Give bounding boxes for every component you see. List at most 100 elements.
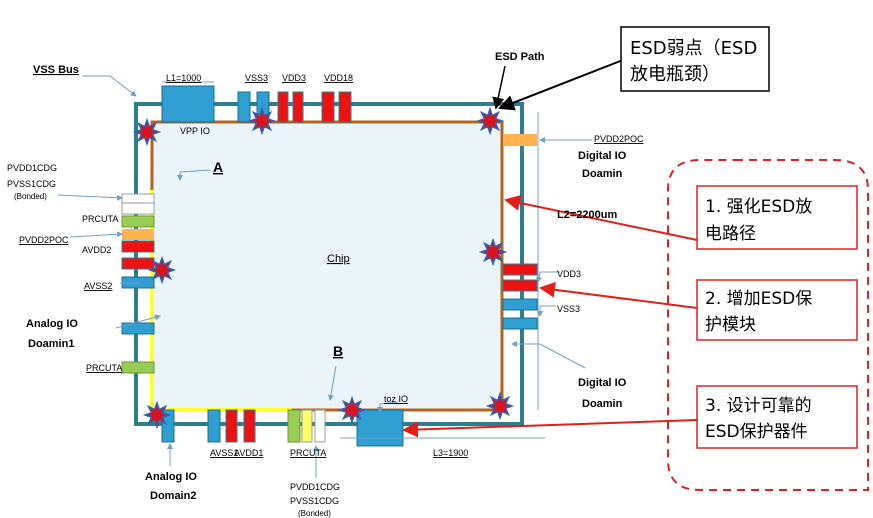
label-analog-io-bottom: Analog IO [145, 471, 197, 483]
pad-avdd2-1 [121, 240, 155, 253]
leader-digital-io-2 [511, 341, 586, 369]
pad-avdd1-1 [225, 409, 238, 443]
label-esd-path: ESD Path [495, 51, 545, 63]
leader-vss3-right [537, 305, 556, 317]
label-vpp-io: VPP IO [180, 126, 210, 136]
arrow-measure-2 [539, 281, 698, 309]
callout-box [620, 26, 770, 92]
callout-line-2: 放电瓶颈） [630, 64, 720, 85]
label-vss-bus: VSS Bus [33, 64, 79, 76]
label-avss2: AVSS2 [84, 281, 112, 291]
label-l3: L3=1900 [433, 448, 468, 458]
leader-analog-io [115, 314, 161, 329]
chip-core [150, 120, 504, 412]
label-vdd3-top: VDD3 [282, 73, 306, 83]
esd-weak-point-icon [485, 391, 515, 421]
label-pvdd1cdg-left: PVDD1CDG [7, 163, 57, 173]
label-pvdd2poc-left: PVDD2POC [19, 235, 69, 245]
label-domain2: Domain2 [150, 490, 196, 502]
pad-prcuta-bottom [287, 409, 301, 443]
pad-vdd18-top-2 [338, 91, 352, 123]
leader-vss-bus [82, 75, 137, 97]
arrow-callout [498, 57, 629, 111]
pad-avdd2-2 [121, 257, 155, 270]
arrow-measure-1 [504, 195, 698, 241]
label-vdd3-right: VDD3 [557, 269, 581, 279]
pad-pvdd2poc-left [122, 229, 154, 240]
pad-pvss1cdg-bottom [314, 409, 326, 443]
leader-label-a [177, 169, 211, 181]
esd-weak-point-icon [478, 237, 508, 267]
leader-label-b [327, 365, 337, 401]
label-pvdd1cdg-bottom: PVDD1CDG [290, 482, 340, 492]
label-avdd2: AVDD2 [82, 245, 111, 255]
label-prcuta-left-bottom: PRCUTA [86, 363, 122, 373]
measure-box-3 [696, 385, 858, 449]
leader-toz-io [377, 401, 399, 413]
label-bonded-bottom: (Bonded) [298, 509, 331, 518]
label-a: A [213, 159, 223, 175]
pad-vss3-right-1 [502, 298, 538, 311]
label-pvss1cdg-bottom: PVSS1CDG [290, 496, 339, 506]
esd-weak-point-icon [132, 117, 162, 147]
leader-pvdd2poc-left [69, 231, 123, 238]
pad-vss3-top-1 [237, 91, 251, 123]
pad-avss1 [207, 409, 221, 443]
label-pvss1cdg-left: PVSS1CDG [7, 179, 56, 189]
measure-1-line-1: 1. 强化ESD放 [705, 197, 812, 217]
pad-vdd3-top-1 [277, 91, 289, 123]
pad-pvss1cdg-left [121, 202, 155, 215]
pad-vss3-right-2 [502, 317, 538, 330]
esd-weak-points [132, 106, 515, 430]
measure-3-line-1: 3. 设计可靠的 [705, 396, 812, 416]
label-vdd18-top: VDD18 [324, 73, 353, 83]
leader-pvdd1cdg-left [57, 194, 123, 201]
pad-prcuta-left-top [121, 215, 155, 228]
label-prcuta-bottom: PRCUTA [290, 448, 326, 458]
measure-box-2 [696, 279, 858, 341]
pad-toz-io [356, 409, 404, 447]
label-doamin-2: Doamin [582, 398, 623, 410]
esd-weak-point-icon [147, 255, 177, 285]
label-digital-io-2: Digital IO [578, 377, 627, 389]
pad-avdd1-2 [243, 409, 256, 443]
esd-weak-point-icon [142, 400, 172, 430]
label-l2: L2=2200um [557, 209, 617, 221]
label-analog-io-left: Analog IO [26, 318, 78, 330]
pad-prcuta-left-bottom [121, 361, 155, 374]
pad-pvdd1cdg-bottom [301, 409, 313, 443]
pad-vdd3-right-1 [502, 263, 538, 276]
arrow-esd-path [492, 65, 506, 110]
pad-vdd3-top-2 [292, 91, 304, 123]
label-avdd1: AVDD1 [234, 448, 263, 458]
leader-vdd3-right [536, 271, 560, 283]
label-avss1: AVSS1 [210, 448, 238, 458]
label-digital-io-1: Digital IO [578, 150, 627, 162]
pad-vpp-io [161, 85, 215, 123]
label-doamin-1: Doamin [582, 168, 623, 180]
label-pvdd2poc-right: PVDD2POC [594, 134, 644, 144]
label-prcuta-left-top: PRCUTA [82, 214, 118, 224]
measure-2-line-1: 2. 增加ESD保 [705, 289, 812, 309]
label-vss3-right: VSS3 [557, 304, 580, 314]
esd-weak-point-icon [475, 106, 505, 136]
measure-1-line-2: 电路径 [705, 224, 756, 244]
label-doamin1: Doamin1 [28, 338, 74, 350]
measure-3-line-2: ESD保护器件 [705, 422, 808, 442]
pad-analog-io-left [121, 322, 155, 335]
pad-vdd18-top-1 [321, 91, 335, 123]
label-b: B [333, 343, 343, 359]
label-l1: L1=1000 [166, 73, 201, 83]
esd-weak-point-icon [337, 395, 367, 425]
chip-label: Chip [327, 253, 350, 265]
label-toz-io: toz IO [384, 394, 408, 404]
pad-pvdd2poc-right [503, 134, 537, 146]
esd-weak-point-icon [247, 106, 277, 136]
pad-vdd3-right-2 [502, 279, 538, 292]
label-bonded-left: (Bonded) [14, 192, 47, 201]
arrow-measure-3 [402, 419, 698, 438]
label-vss3-top: VSS3 [245, 73, 268, 83]
measure-2-line-2: 护模块 [705, 315, 756, 335]
measure-box-1 [696, 185, 858, 250]
